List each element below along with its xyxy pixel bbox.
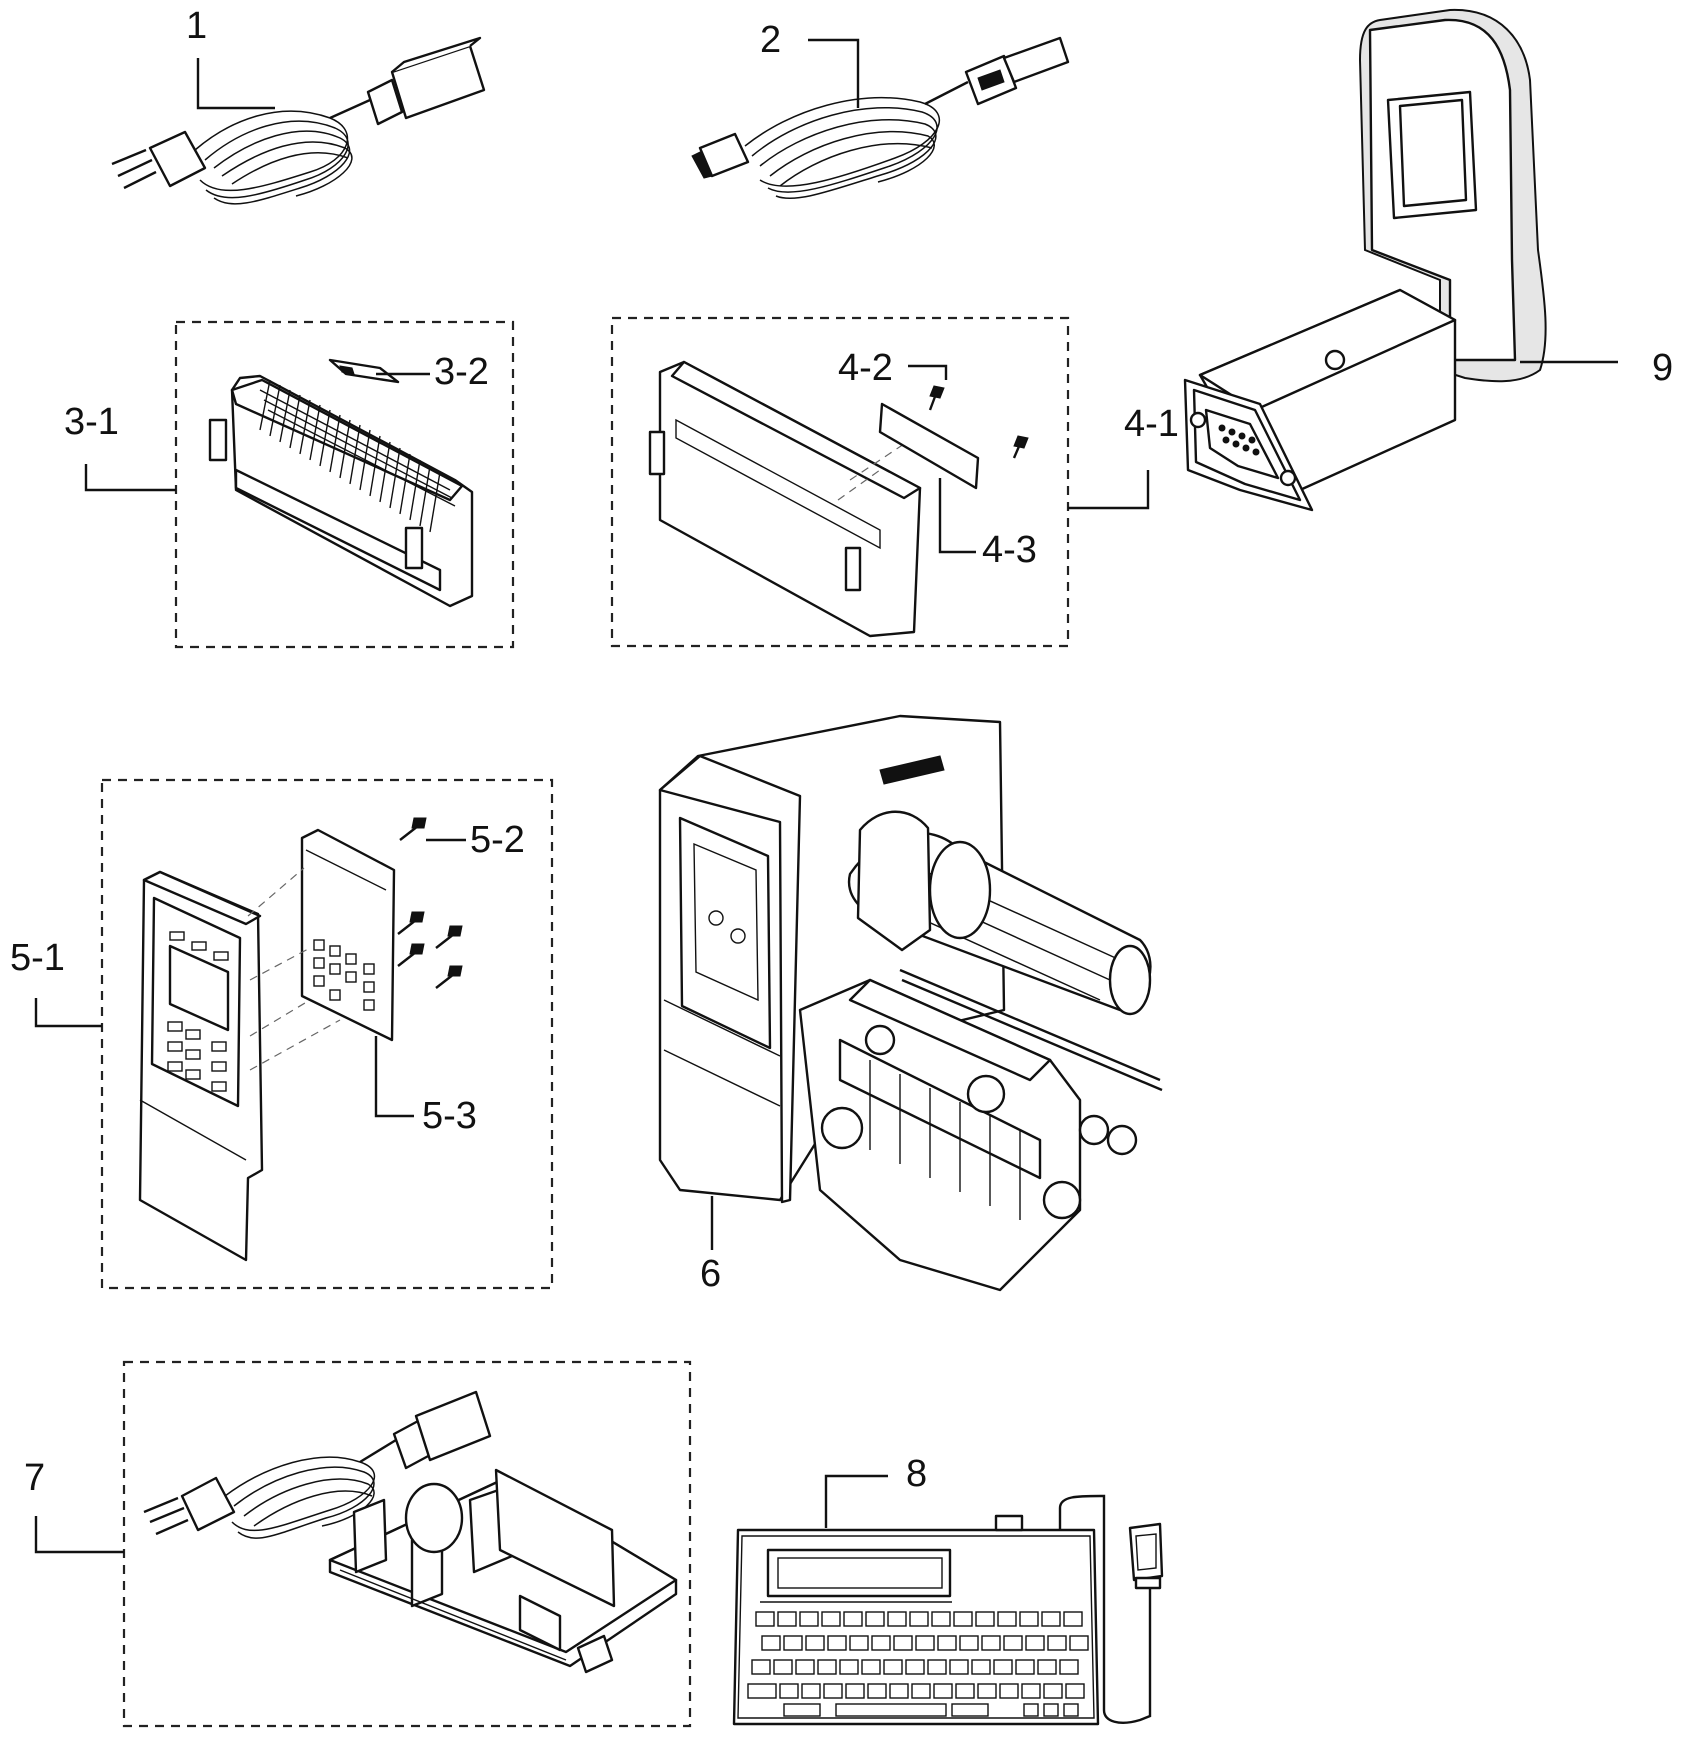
leader-4-2 xyxy=(908,364,948,380)
power-supply-board-part xyxy=(328,1468,678,1674)
rs232-adapter-part xyxy=(1183,8,1547,512)
power-supply-cord-part xyxy=(143,1390,492,1539)
keyboard-keys xyxy=(747,1611,1089,1717)
label-5-3: 5-3 xyxy=(422,1095,477,1137)
print-mechanism-part xyxy=(658,714,1163,1292)
leader-5-3 xyxy=(374,1036,414,1118)
label-1: 1 xyxy=(186,5,207,47)
cutter-plate-part xyxy=(878,402,980,490)
leader-3-1 xyxy=(84,464,176,492)
label-4-1: 4-1 xyxy=(1124,403,1179,445)
cutter-screws xyxy=(928,385,1029,459)
leader-1 xyxy=(196,58,275,110)
keyboard-part xyxy=(732,1494,1164,1726)
label-5-1: 5-1 xyxy=(10,937,65,979)
peeler-part xyxy=(328,358,400,384)
panel-board-part xyxy=(247,828,396,1071)
leader-4-3 xyxy=(938,478,976,554)
group-3-box xyxy=(174,320,515,649)
leader-7 xyxy=(34,1516,124,1554)
label-4-2: 4-2 xyxy=(838,347,893,389)
leader-5-1 xyxy=(34,998,102,1028)
group-5-box xyxy=(100,778,554,1290)
label-6: 6 xyxy=(700,1253,721,1295)
leader-2 xyxy=(808,38,860,108)
leader-4-1 xyxy=(1068,470,1150,510)
label-3-1: 3-1 xyxy=(64,401,119,443)
label-4-3: 4-3 xyxy=(982,529,1037,571)
cutter-assembly-part xyxy=(648,360,922,638)
power-cord-part xyxy=(111,36,486,205)
group-4-box xyxy=(610,316,1070,648)
label-5-2: 5-2 xyxy=(470,819,525,861)
label-9: 9 xyxy=(1652,347,1673,389)
label-2: 2 xyxy=(760,19,781,61)
leader-8 xyxy=(824,1474,888,1528)
usb-cable-part xyxy=(691,36,1070,200)
label-8: 8 xyxy=(906,1453,927,1495)
label-7: 7 xyxy=(24,1457,45,1499)
peeler-assembly-part xyxy=(208,374,474,608)
label-3-2: 3-2 xyxy=(434,351,489,393)
panel-assembly-part xyxy=(138,870,264,1262)
panel-screws xyxy=(397,817,463,989)
